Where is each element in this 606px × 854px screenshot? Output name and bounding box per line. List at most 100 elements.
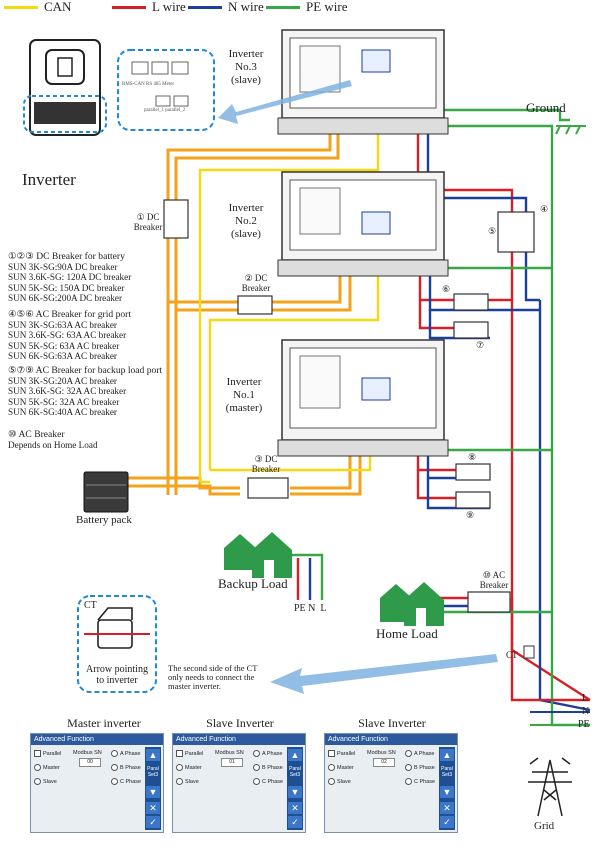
notes-dc-section: ①②③ DC Breaker for battery SUN 3K-SG:90A… bbox=[8, 251, 131, 303]
legend-l-swatch bbox=[112, 6, 146, 9]
home-load-house-icon bbox=[380, 582, 444, 626]
notes-dc-line: SUN 3K-SG:90A DC breaker bbox=[8, 262, 118, 273]
ac-breaker-10-line1: ⑩ AC bbox=[482, 570, 506, 580]
down-arrow-icon[interactable]: ▼ bbox=[440, 786, 454, 798]
grid-label: Grid bbox=[534, 820, 555, 832]
modbus-sn-field[interactable]: 02 bbox=[373, 758, 395, 767]
notes-grid-line: SUN 3.6K-SG: 63A AC breaker bbox=[8, 330, 127, 341]
parallel-label: Parallel bbox=[185, 750, 204, 757]
ct-zoom-box bbox=[77, 595, 157, 693]
phase-a-radio[interactable]: A Phase bbox=[253, 750, 283, 757]
master-radio[interactable]: Master bbox=[34, 764, 60, 771]
ground-label: Ground bbox=[526, 100, 566, 115]
ac-breaker-10-label: ⑩ AC Breaker bbox=[472, 570, 516, 590]
notes-dc-line: SUN 5K-SG: 150A DC breaker bbox=[8, 282, 125, 293]
dc-breaker-3-label: ③ DC Breaker bbox=[246, 454, 286, 474]
backup-pe-n-l-label: PE N L bbox=[294, 603, 327, 614]
slave-radio[interactable]: Slave bbox=[328, 778, 351, 785]
notes-backup-section: ⑤⑦⑨ AC Breaker for backup load port SUN … bbox=[8, 365, 162, 417]
ct-small-label: CT bbox=[506, 650, 518, 660]
parallel-checkbox[interactable]: Parallel bbox=[34, 750, 61, 757]
battery-pack-icon bbox=[83, 471, 129, 513]
up-arrow-icon[interactable]: ▲ bbox=[288, 749, 302, 761]
panel-title-master: Master inverter bbox=[67, 716, 141, 730]
ct-arrow-icon bbox=[270, 654, 498, 694]
notes-grid-head: ④⑤⑥ AC Breaker for grid port bbox=[8, 309, 132, 320]
slave-radio[interactable]: Slave bbox=[34, 778, 57, 785]
advanced-function-panel-slave-1: Advanced Function Parallel Master Slave … bbox=[172, 733, 306, 833]
notes-dc-line: SUN 6K-SG:200A DC breaker bbox=[8, 292, 123, 303]
master-radio[interactable]: Master bbox=[176, 764, 202, 771]
ct-label: CT bbox=[84, 600, 97, 611]
panel-header: Advanced Function bbox=[31, 734, 163, 745]
phase-c-radio[interactable]: C Phase bbox=[111, 778, 141, 785]
notes-ac10-head: ⑩ AC Breaker bbox=[8, 429, 65, 440]
notes-grid-line: SUN 5K-SG: 63A AC breaker bbox=[8, 340, 120, 351]
legend-pe-label: PE wire bbox=[306, 0, 348, 14]
breaker-5-number: ⑤ bbox=[488, 226, 497, 236]
breaker-8-number: ⑧ bbox=[468, 452, 477, 462]
up-arrow-icon[interactable]: ▲ bbox=[440, 749, 454, 761]
grid-line-pe-label: PE bbox=[578, 719, 590, 730]
comm-port-icons bbox=[131, 61, 189, 107]
up-arrow-icon[interactable]: ▲ bbox=[146, 749, 160, 761]
legend-l-label: L wire bbox=[152, 0, 186, 14]
modbus-sn-field[interactable]: 00 bbox=[79, 758, 101, 767]
master-radio[interactable]: Master bbox=[328, 764, 354, 771]
down-arrow-icon[interactable]: ▼ bbox=[146, 786, 160, 798]
inverter-no3-line3: (slave) bbox=[231, 74, 261, 86]
ct-caption-line1: Arrow pointing bbox=[86, 664, 148, 675]
dc-breaker-2-label: ② DC Breaker bbox=[236, 273, 276, 293]
phase-a-label: A Phase bbox=[120, 750, 141, 757]
notes-backup-line: SUN 5K-SG: 32A AC breaker bbox=[8, 396, 120, 407]
close-icon[interactable]: ✕ bbox=[146, 802, 160, 814]
parallel-checkbox[interactable]: Parallel bbox=[328, 750, 355, 757]
master-label: Master bbox=[337, 764, 354, 771]
legend-can-swatch bbox=[4, 6, 38, 9]
ct-note-line1: The second side of the CT bbox=[168, 663, 258, 673]
phase-a-radio[interactable]: A Phase bbox=[111, 750, 141, 757]
inverter-no1-line1: Inverter bbox=[226, 376, 262, 388]
check-icon[interactable]: ✓ bbox=[146, 816, 160, 828]
check-icon[interactable]: ✓ bbox=[440, 816, 454, 828]
grid-line-n-label: N bbox=[582, 706, 590, 717]
notes-backup-line: SUN 3.6K-SG: 32A AC breaker bbox=[8, 386, 127, 397]
ct-note-line3: master inverter. bbox=[168, 681, 221, 691]
phase-b-radio[interactable]: B Phase bbox=[405, 764, 435, 771]
check-icon[interactable]: ✓ bbox=[288, 816, 302, 828]
inverter-thumbnail bbox=[23, 39, 107, 136]
dc-breaker-1-line1: ① DC bbox=[136, 212, 160, 222]
phase-a-label: A Phase bbox=[414, 750, 435, 757]
close-icon[interactable]: ✕ bbox=[288, 802, 302, 814]
legend-n-wire: N wire bbox=[188, 0, 278, 14]
inverter-no3-label: Inverter No.3 (slave) bbox=[218, 48, 274, 87]
phase-a-radio[interactable]: A Phase bbox=[405, 750, 435, 757]
dc-breaker-2-line2: Breaker bbox=[241, 283, 271, 293]
master-label: Master bbox=[185, 764, 202, 771]
notes-grid-line: SUN 3K-SG:63A AC breaker bbox=[8, 320, 117, 331]
close-icon[interactable]: ✕ bbox=[440, 802, 454, 814]
phase-c-radio[interactable]: C Phase bbox=[405, 778, 435, 785]
paral-set3-label: Paral Set3 bbox=[441, 766, 453, 778]
grid-line-l-label: L bbox=[582, 693, 589, 704]
comm-port-top-labels: BMS-CAN RS 485 Meter bbox=[122, 82, 175, 87]
ct-clamp-icon bbox=[84, 607, 150, 649]
legend-n-swatch bbox=[188, 6, 222, 9]
phase-c-radio[interactable]: C Phase bbox=[253, 778, 283, 785]
breaker-4-number: ④ bbox=[540, 204, 549, 214]
parallel-checkbox[interactable]: Parallel bbox=[176, 750, 203, 757]
modbus-sn-field[interactable]: 01 bbox=[221, 758, 243, 767]
dc-breaker-3-line2: Breaker bbox=[251, 464, 281, 474]
phase-a-label: A Phase bbox=[262, 750, 283, 757]
phase-b-label: B Phase bbox=[120, 764, 141, 771]
down-arrow-icon[interactable]: ▼ bbox=[288, 786, 302, 798]
panel-header: Advanced Function bbox=[173, 734, 305, 745]
inverter-no1-label: Inverter No.1 (master) bbox=[214, 376, 274, 415]
phase-b-radio[interactable]: B Phase bbox=[111, 764, 141, 771]
legend-can: CAN bbox=[4, 0, 94, 14]
inverter-no2-line1: Inverter bbox=[228, 202, 264, 214]
phase-b-radio[interactable]: B Phase bbox=[253, 764, 283, 771]
phase-b-label: B Phase bbox=[414, 764, 435, 771]
slave-radio[interactable]: Slave bbox=[176, 778, 199, 785]
phase-c-label: C Phase bbox=[262, 778, 284, 785]
